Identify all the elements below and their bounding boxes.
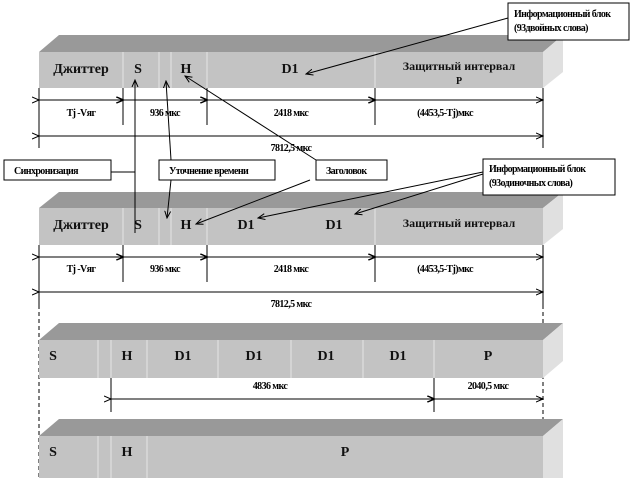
segment-guard: Защитный интервал: [403, 216, 516, 230]
frame-3-bar: S H D1 D1 D1 D1 P: [39, 323, 563, 378]
dim-guard: (4453,5-Tj)мкс: [417, 264, 474, 275]
segment-jitter: Джиттер: [53, 62, 109, 77]
segment-s: S: [49, 445, 57, 460]
callout-info-double: Информационный блок (93двойных слова): [306, 2, 630, 74]
svg-text:Уточнение времени: Уточнение времени: [169, 166, 249, 177]
frame-1-bar: Джиттер S H D1 Защитный интервал P: [39, 35, 563, 88]
frame-2-bar: Джиттер S H D1 D1 Защитный интервал: [39, 192, 563, 245]
segment-d1: D1: [325, 218, 342, 233]
svg-text:(93одиночных слова): (93одиночных слова): [489, 178, 572, 189]
segment-h: H: [122, 349, 133, 364]
dim-sync: 936 мкс: [150, 108, 181, 119]
segment-jitter: Джиттер: [53, 218, 109, 233]
frame-3-dimensions: 4836 мкс 2040,5 мкс: [111, 378, 543, 412]
dim-total: 7812,5 мкс: [271, 143, 313, 154]
callout-time-refine: Уточнение времени: [158, 81, 276, 218]
segment-d1: D1: [389, 349, 406, 364]
svg-text:(93двойных слова): (93двойных слова): [514, 23, 588, 34]
dim-data: 2418 мкс: [274, 264, 310, 275]
segment-d1: D1: [237, 218, 254, 233]
segment-s: S: [134, 62, 142, 77]
segment-h: H: [181, 218, 192, 233]
dim-jitter: Tj -Vяг: [67, 108, 97, 119]
callout-header: Заголовок: [185, 76, 388, 224]
segment-h: H: [122, 445, 133, 460]
svg-text:Заголовок: Заголовок: [326, 166, 367, 177]
segment-p: P: [456, 76, 462, 87]
dim-data: 2418 мкс: [274, 108, 310, 119]
callout-sync: Синхронизация: [3, 80, 135, 233]
segment-s: S: [49, 349, 57, 364]
dim-data-block: 4836 мкс: [253, 381, 289, 392]
svg-text:Информационный блок: Информационный блок: [514, 9, 611, 20]
segment-d1: D1: [281, 62, 298, 77]
svg-text:Синхронизация: Синхронизация: [14, 166, 79, 177]
dim-guard: (4453,5-Tj)мкс: [417, 108, 474, 119]
callout-info-single: Информационный блок (93одиночных слова): [258, 158, 616, 218]
segment-d1: D1: [317, 349, 334, 364]
dim-sync: 936 мкс: [150, 264, 181, 275]
segment-d1: D1: [174, 349, 191, 364]
frame-4-bar: S H P: [39, 419, 563, 478]
frame-2-dimensions: Tj -Vяг 936 мкс 2418 мкс (4453,5-Tj)мкс …: [39, 245, 543, 310]
segment-d1: D1: [245, 349, 262, 364]
frame-1-dimensions: Tj -Vяг 936 мкс 2418 мкс (4453,5-Tj)мкс …: [39, 88, 543, 154]
segment-s: S: [134, 218, 142, 233]
segment-guard: Защитный интервал: [403, 59, 516, 73]
segment-p: P: [341, 445, 350, 460]
dim-total: 7812,5 мкс: [271, 299, 313, 310]
dim-jitter: Tj -Vяг: [67, 264, 97, 275]
svg-text:Информационный блок: Информационный блок: [489, 164, 586, 175]
dim-guard: 2040,5 мкс: [468, 381, 510, 392]
segment-h: H: [181, 62, 192, 77]
segment-p: P: [484, 349, 493, 364]
